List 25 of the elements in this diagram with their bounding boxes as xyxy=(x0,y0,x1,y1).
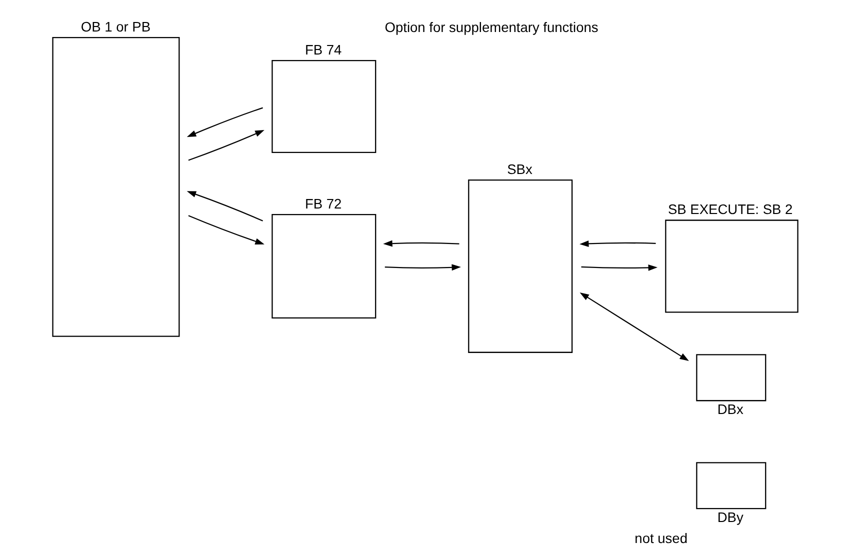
node-label: DBy xyxy=(716,510,743,525)
node-label: SB EXECUTE: SB 2 xyxy=(667,202,792,218)
node-box xyxy=(664,220,798,313)
node-box xyxy=(52,37,180,337)
arrow xyxy=(186,191,263,222)
node-label: DBx xyxy=(716,402,743,417)
node-label: SBx xyxy=(506,162,532,177)
node-label: OB 1 or PB xyxy=(80,19,150,34)
node-label: not used xyxy=(634,531,687,546)
node-label: FB 74 xyxy=(304,42,342,58)
node-box xyxy=(696,462,766,510)
node-label: FB 72 xyxy=(304,196,342,212)
arrow xyxy=(579,292,688,362)
arrow xyxy=(188,130,264,161)
arrow xyxy=(579,240,656,247)
node-box xyxy=(271,214,376,318)
arrow xyxy=(186,107,262,138)
arrow xyxy=(188,215,264,244)
node-box xyxy=(468,179,572,353)
arrow xyxy=(382,240,459,247)
node-label: Option for supplementary functions xyxy=(384,20,598,35)
arrow xyxy=(580,264,658,271)
arrow xyxy=(384,264,460,271)
node-box xyxy=(271,60,376,154)
node-box xyxy=(696,354,766,402)
